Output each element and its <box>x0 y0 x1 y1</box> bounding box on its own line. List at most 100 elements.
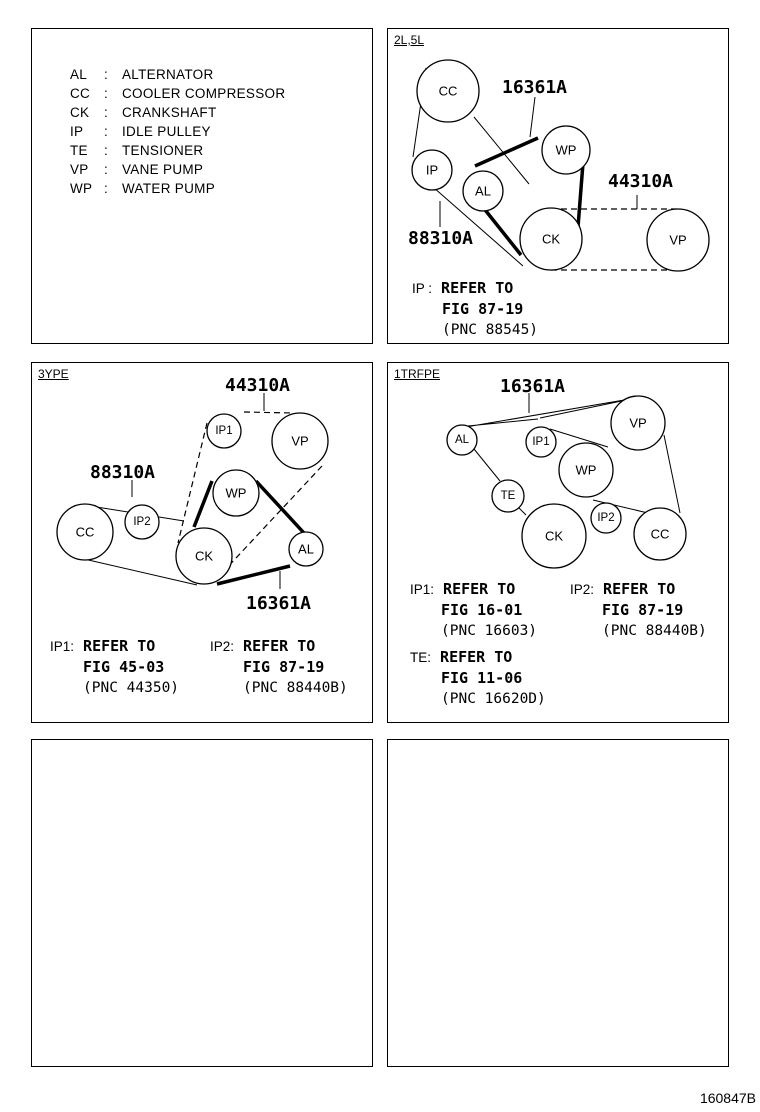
pulley-label: AL <box>455 434 470 446</box>
legend-name: IDLE PULLEY <box>122 124 211 139</box>
pulley-label: TE <box>501 490 516 502</box>
pulley-label: IP2 <box>133 516 150 528</box>
reference-note: IP : REFER TO FIG 87-19 (PNC 88545) <box>412 278 538 340</box>
pulley-label: WP <box>556 143 577 158</box>
pulley-label: IP1 <box>215 425 232 437</box>
engine-variant-tag: 3YPE <box>38 367 69 381</box>
note-line: REFER TO <box>243 637 316 655</box>
legend-colon: : <box>104 162 109 177</box>
belt-routing-diagram: CC IP AL WP CK VP 16361A 44310A 88310A <box>408 59 710 272</box>
note-line: FIG 87-19 <box>602 601 684 619</box>
pulley-cc <box>633 507 687 561</box>
belt-diagram-3ype: 3YPE CC IP2 IP1 VP WP CK AL 44310A 88310… <box>31 362 373 723</box>
engine-variant-tag: 1TRFPE <box>394 367 441 381</box>
belt-diagram-1trfpe: 1TRFPE AL IP1 VP WP TE CK IP2 CC 16361A … <box>387 362 729 723</box>
note-key: TE: <box>410 650 432 665</box>
note-key: IP1: <box>50 639 75 654</box>
legend-colon: : <box>104 67 109 82</box>
legend-name: COOLER COMPRESSOR <box>122 86 286 101</box>
pulley-al <box>446 424 478 456</box>
pulley-label: AL <box>475 184 491 199</box>
pulley-al <box>462 170 504 212</box>
pulley-wp <box>558 442 614 498</box>
pulley-ip1 <box>525 426 557 458</box>
engine-variant-tag: 2L,5L <box>394 33 425 47</box>
note-line: (PNC 88545) <box>442 322 539 338</box>
pulley-label: VP <box>291 434 308 449</box>
note-key: IP2: <box>570 582 595 597</box>
pulley-te <box>491 479 525 513</box>
note-key: IP1: <box>410 582 435 597</box>
legend-name: ALTERNATOR <box>122 67 214 82</box>
note-line: FIG 87-19 <box>442 300 524 318</box>
pulley-cc <box>416 59 480 123</box>
pulley-vp <box>271 412 329 470</box>
reference-note: IP2: REFER TO FIG 87-19 (PNC 88440B) <box>210 636 348 698</box>
pulley-label: IP1 <box>532 436 549 448</box>
pulley-ck <box>519 207 583 271</box>
reference-note: IP2: REFER TO FIG 87-19 (PNC 88440B) <box>570 579 707 641</box>
note-line: FIG 16-01 <box>441 601 523 619</box>
part-number: 88310A <box>408 228 473 249</box>
figure-code: 160847B <box>699 1090 756 1106</box>
pulley-label: CK <box>195 549 213 564</box>
part-number: 44310A <box>225 375 290 396</box>
note-key: IP : <box>412 281 433 296</box>
note-key: IP2: <box>210 639 235 654</box>
part-number: 16361A <box>246 593 311 614</box>
note-line: FIG 45-03 <box>83 658 165 676</box>
pulley-label: WP <box>576 463 597 478</box>
legend-abbr: CK <box>70 105 90 120</box>
empty-panel <box>387 739 729 1067</box>
note-line: REFER TO <box>441 279 514 297</box>
note-line: (PNC 16620D) <box>441 691 546 707</box>
pulley-label: IP <box>426 163 438 178</box>
note-line: FIG 87-19 <box>243 658 325 676</box>
belt-diagram-2l-5l: 2L,5L CC IP AL WP CK VP 16361A 44310A 88… <box>387 28 729 344</box>
legend-colon: : <box>104 86 109 101</box>
pulley-label: CK <box>545 529 563 544</box>
note-line: (PNC 44350) <box>83 680 180 696</box>
legend-name: WATER PUMP <box>122 181 215 196</box>
pulley-label: CC <box>651 527 670 542</box>
pulley-cc <box>56 503 114 561</box>
note-line: REFER TO <box>440 648 513 666</box>
belt-44310a <box>177 411 323 574</box>
reference-note: IP1: REFER TO FIG 45-03 (PNC 44350) <box>50 636 179 698</box>
legend-colon: : <box>104 181 109 196</box>
pulley-vp <box>646 208 710 272</box>
pulley-label: CK <box>542 232 560 247</box>
belt-16361a <box>457 397 681 516</box>
pulley-ip1 <box>206 413 242 449</box>
belt-routing-diagram: CC IP2 IP1 VP WP CK AL 44310A 88310A 163… <box>56 375 329 614</box>
legend-abbr: AL <box>70 67 88 82</box>
legend-panel: AL : ALTERNATOR CC : COOLER COMPRESSOR C… <box>31 28 373 344</box>
legend-abbr: VP <box>70 162 89 177</box>
note-line: FIG 11-06 <box>441 669 523 687</box>
part-number: 44310A <box>608 171 673 192</box>
note-line: (PNC 88440B) <box>243 680 348 696</box>
legend-abbr: CC <box>70 86 91 101</box>
empty-panel <box>31 739 373 1067</box>
legend-colon: : <box>104 105 109 120</box>
pulley-wp <box>541 125 591 175</box>
leader-line <box>131 393 281 589</box>
pulley-wp <box>212 469 260 517</box>
pulley-label: IP2 <box>597 512 614 524</box>
legend-name: VANE PUMP <box>122 162 204 177</box>
pulley-label: VP <box>629 416 646 431</box>
pulley-vp <box>610 395 666 451</box>
pulley-ck <box>521 503 587 569</box>
legend-abbr: IP <box>70 124 84 139</box>
pulley-label: WP <box>226 486 247 501</box>
part-number: 16361A <box>502 77 567 98</box>
belt-44310a <box>551 208 678 271</box>
legend-colon: : <box>104 143 109 158</box>
legend-abbr: WP <box>70 181 93 196</box>
part-number: 16361A <box>500 376 565 397</box>
part-number: 88310A <box>90 462 155 483</box>
pulley-label: VP <box>669 233 686 248</box>
pulley-al <box>288 531 324 567</box>
pulley-ip2 <box>124 504 160 540</box>
belt-routing-diagram: AL IP1 VP WP TE CK IP2 CC 16361A <box>446 376 687 569</box>
